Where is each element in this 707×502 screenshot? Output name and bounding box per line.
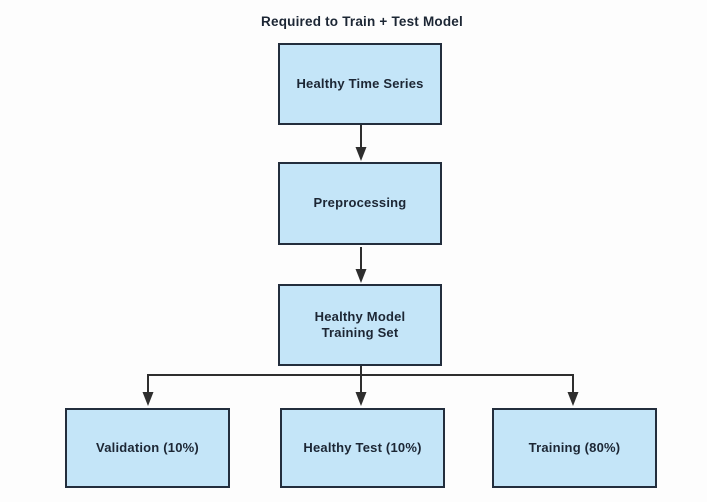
node-label: Training (80%) [528, 439, 621, 455]
arrow-training-set-to-validation [142, 374, 154, 406]
arrowhead-down-icon [355, 147, 367, 161]
node-validation: Validation (10%) [65, 408, 230, 488]
arrow-training-set-to-training [567, 374, 579, 406]
branch-connector [148, 366, 573, 376]
node-label: Healthy Time Series [296, 75, 424, 91]
node-healthy-model-training-set: Healthy Model Training Set [278, 284, 442, 366]
node-label: Validation (10%) [96, 439, 199, 455]
node-label: Healthy Model Training Set [314, 308, 406, 340]
arrowhead-down-icon [567, 392, 579, 406]
arrow-training-set-to-healthy-test [355, 375, 367, 406]
node-healthy-test: Healthy Test (10%) [280, 408, 445, 488]
arrowhead-down-icon [355, 392, 367, 406]
node-training: Training (80%) [492, 408, 657, 488]
diagram-title: Required to Train + Test Model [261, 14, 463, 29]
arrowhead-down-icon [142, 392, 154, 406]
arrow-preprocessing-to-training-set [355, 247, 367, 283]
node-healthy-time-series: Healthy Time Series [278, 43, 442, 125]
node-label: Preprocessing [313, 195, 407, 211]
node-label: Healthy Test (10%) [303, 439, 422, 455]
node-preprocessing: Preprocessing [278, 162, 442, 245]
arrow-healthy-time-series-to-preprocessing [355, 125, 367, 161]
arrowhead-down-icon [355, 269, 367, 283]
